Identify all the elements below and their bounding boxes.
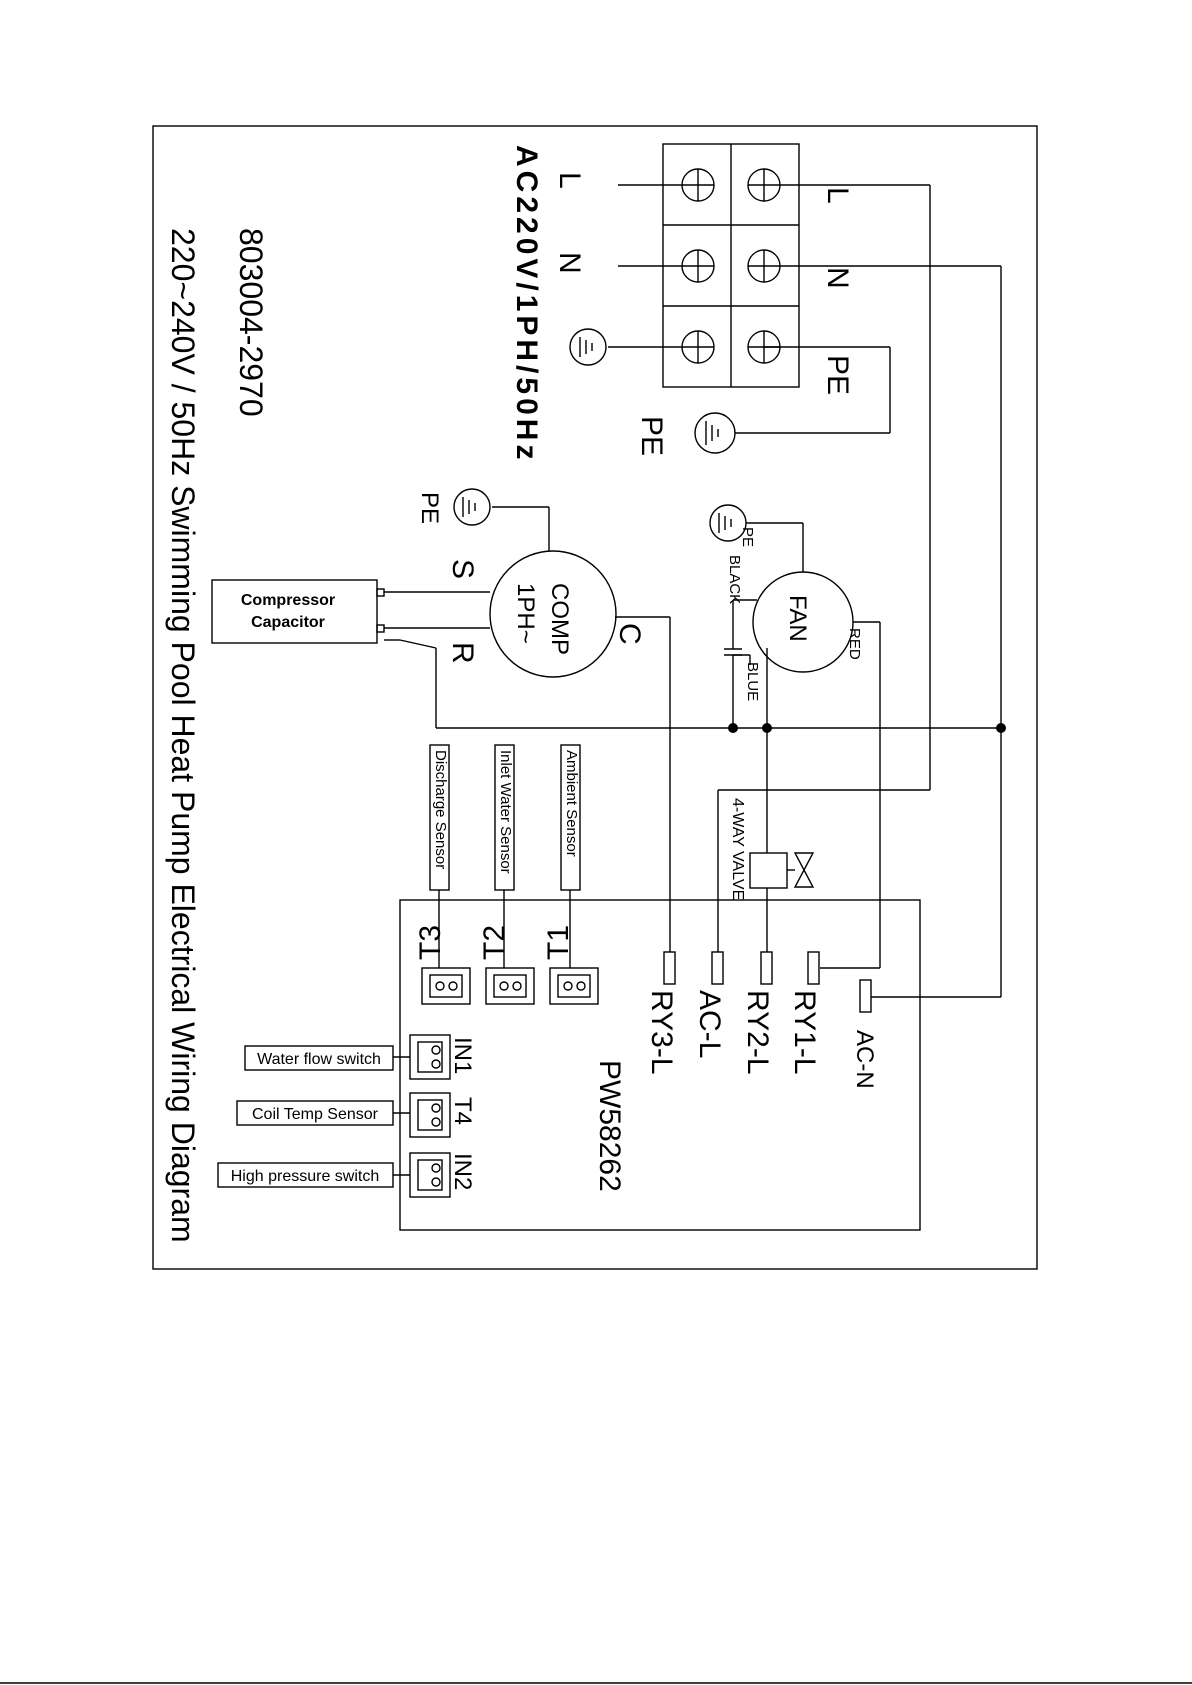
compressor-terminal-c: C [613,623,646,645]
compressor-symbol [489,550,617,678]
t3-connector [421,967,471,1005]
inlet-water-sensor-label: Inlet Water Sensor [497,750,514,874]
screw-terminal [747,168,781,202]
t2-label: T2 [478,925,511,960]
coil-temp-sensor [236,1100,394,1126]
fan-wire-black: BLACK [726,555,743,604]
screw-terminal [681,168,715,202]
supply-terminal-block [662,143,800,388]
t4-connector [409,1092,451,1138]
four-way-valve-coil [749,852,788,889]
supply-pe-label: PE [635,416,668,456]
supply-output-l-label: L [821,187,854,204]
ground-icon [694,412,736,454]
ac-l-port [711,951,724,985]
fan-wire-blue: BLUE [744,662,761,701]
controller-board [399,899,921,1231]
four-way-valve-label: 4-WAY VALVE [729,798,746,900]
fan-name: FAN [784,595,811,642]
in2-label: IN2 [449,1153,476,1190]
coil-temp-sensor-label: Coil Temp Sensor [252,1106,379,1123]
ry2-l-label: RY2-L [741,990,774,1075]
compressor-name: COMP [546,583,573,655]
ambient-sensor-label: Ambient Sensor [563,750,580,857]
supply-output-n-label: N [821,267,854,289]
capacitor-label-line2: Capacitor [251,614,325,631]
supply-input-n-label: N [553,252,586,274]
t2-connector [485,967,535,1005]
t4-label: T4 [449,1097,476,1125]
in1-connector [409,1034,451,1080]
ac-n-label: AC-N [851,1030,878,1089]
ry3-l-port [663,951,676,985]
ry1-l-label: RY1-L [788,990,821,1075]
diagram-frame [152,125,1038,1270]
screw-terminal [681,330,715,364]
in2-connector [409,1152,451,1198]
screw-terminal [681,249,715,283]
ground-icon [453,488,491,526]
fan-pe-label: PE [739,527,756,547]
diagram-code: 803004-2970 [233,228,269,417]
compressor-capacitor [211,579,378,644]
fan-wire-red: RED [846,628,863,660]
high-pressure-switch-label: High pressure switch [231,1168,380,1185]
ac-l-label: AC-L [693,990,726,1058]
supply-input-l-label: L [553,172,586,189]
supply-output-pe-label: PE [821,355,854,395]
screw-terminal [747,249,781,283]
compressor-pe-label: PE [416,492,443,524]
diagram-title: 220~240V / 50Hz Swimming Pool Heat Pump … [165,228,201,1243]
water-flow-switch [244,1045,394,1071]
board-model: PW58262 [593,1060,626,1192]
supply-rating-label: AC220V/1PH/50Hz [510,145,543,463]
high-pressure-switch [217,1162,394,1188]
ry1-l-port [807,951,820,985]
ac-n-port [859,979,872,1013]
capacitor-label-line1: Compressor [241,592,335,609]
compressor-phase: 1PH~ [512,583,539,644]
discharge-sensor-label: Discharge Sensor [432,750,449,869]
ry3-l-label: RY3-L [645,990,678,1075]
in1-label: IN1 [449,1037,476,1074]
t3-label: T3 [414,925,447,960]
valve-icon [793,852,815,888]
ry2-l-port [760,951,773,985]
t1-connector [549,967,599,1005]
compressor-terminal-r: R [446,642,479,664]
water-flow-switch-label: Water flow switch [257,1051,381,1068]
compressor-terminal-s: S [446,559,479,579]
ground-icon [569,328,607,366]
t1-label: T1 [542,925,575,960]
